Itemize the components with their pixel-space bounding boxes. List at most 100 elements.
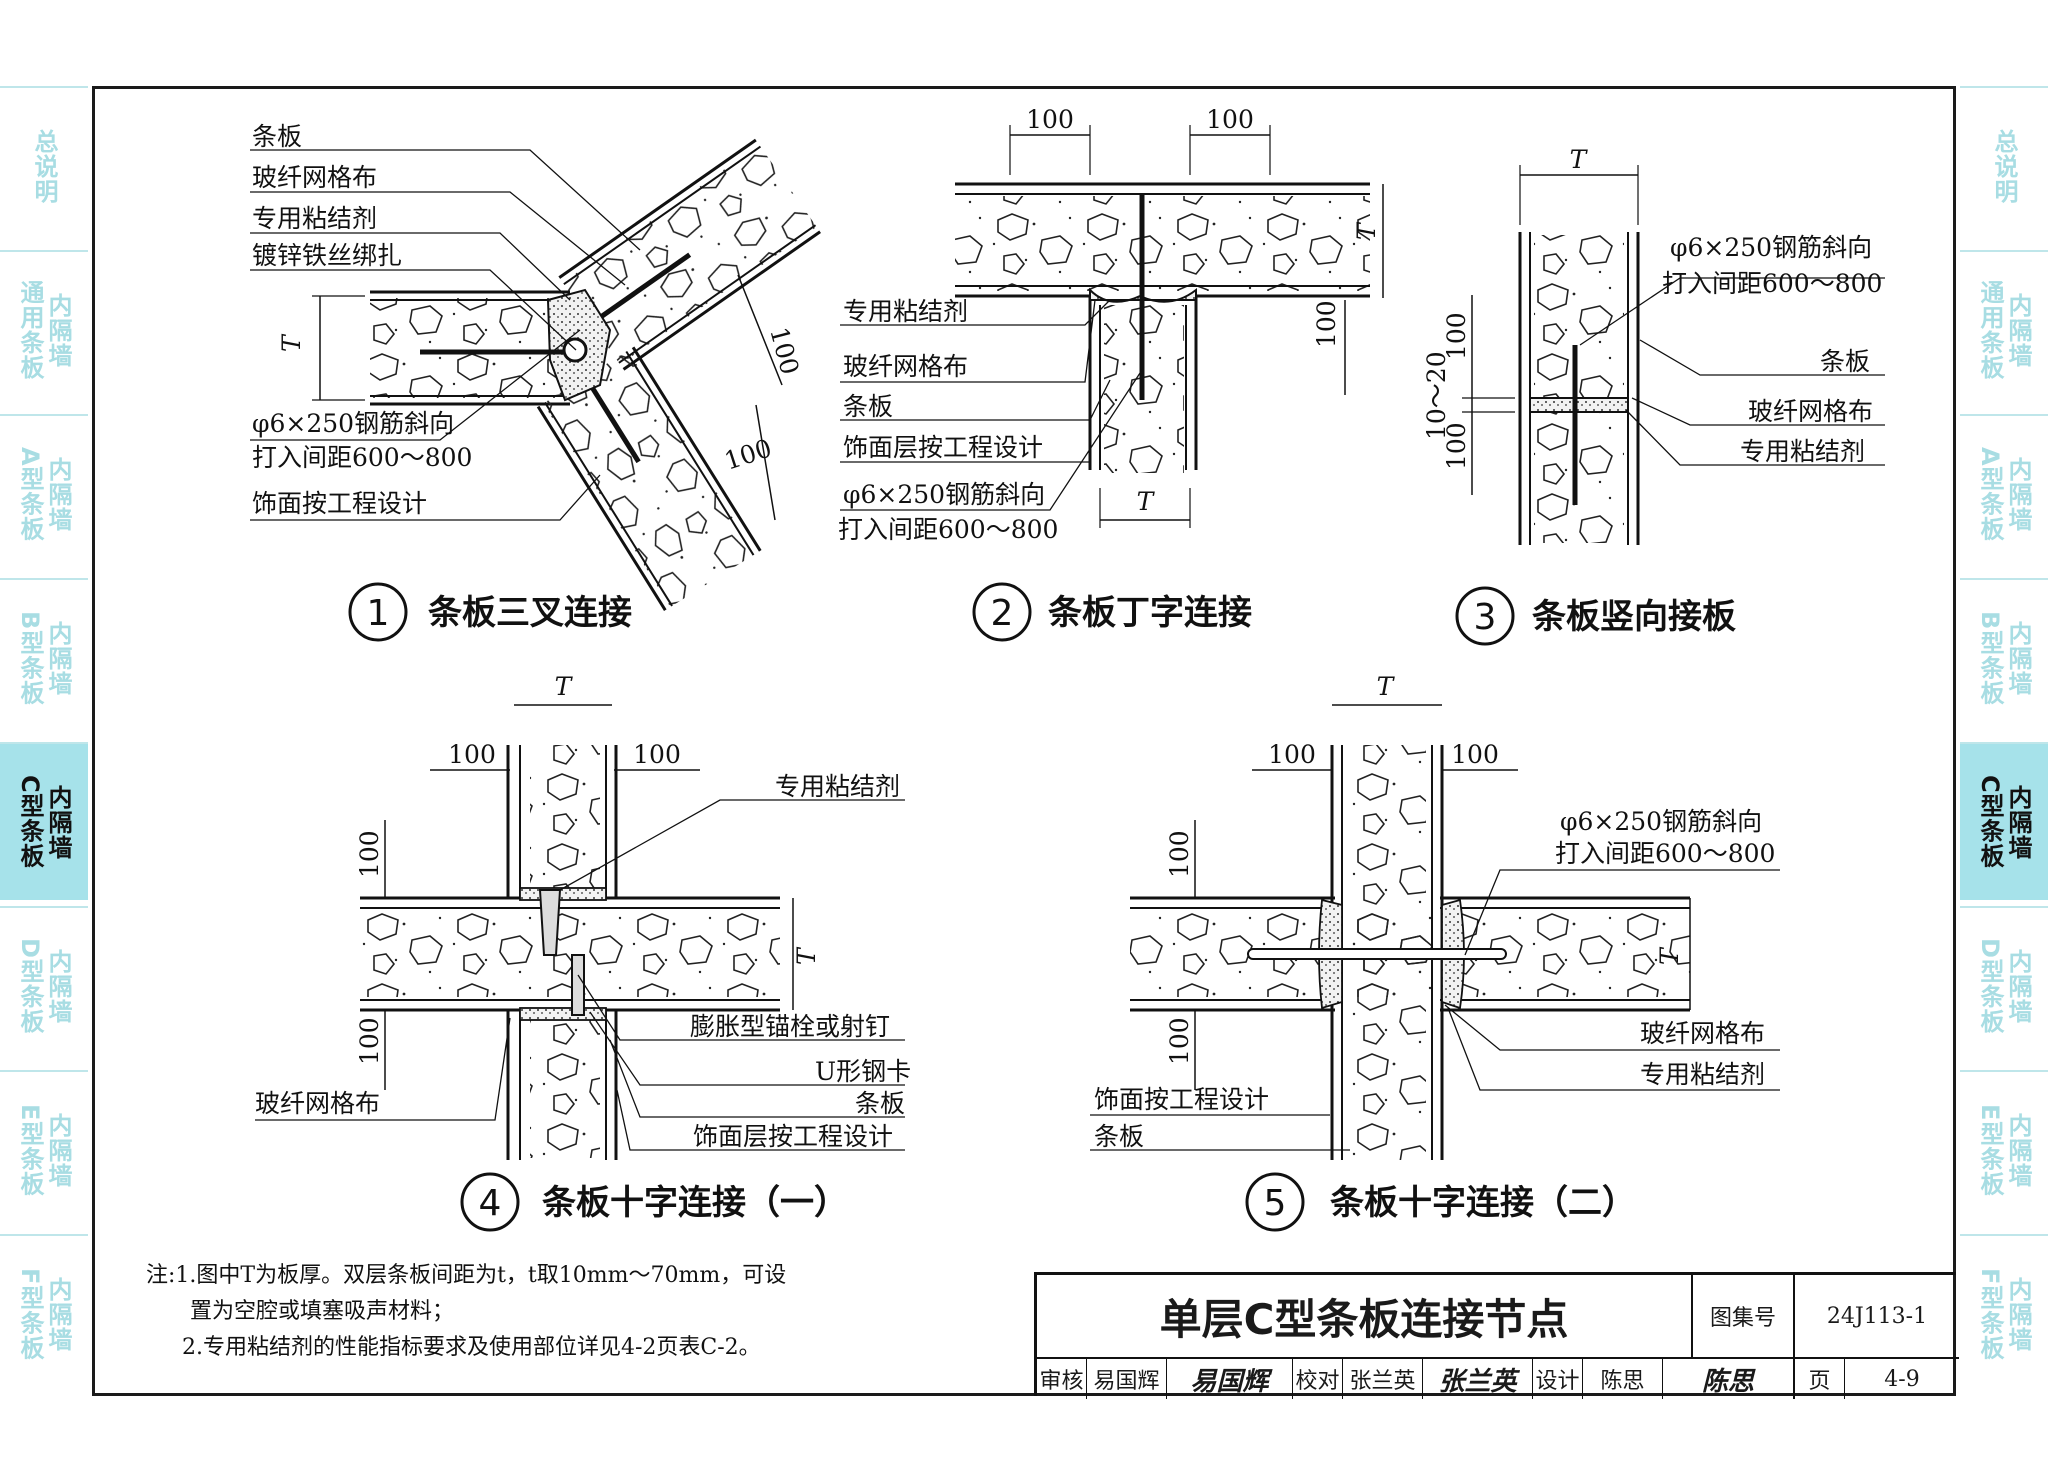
side-tab-sublabel: 内隔墙 (2004, 620, 2032, 696)
side-tab[interactable]: 通用条板内隔墙 (1960, 250, 2048, 408)
side-tab-label: A型条板 (1976, 446, 2004, 542)
dimension-T: T (1352, 221, 1381, 240)
detail-1-drawing (250, 138, 821, 611)
drawing-label: 饰面层按工程设计 (843, 433, 1043, 462)
side-tab-sublabel: 内隔墙 (2004, 456, 2032, 532)
dimension-value: 100 (1165, 830, 1194, 878)
dimension-value: 100 (1312, 300, 1341, 348)
drawing-label: 专用粘结剂 (843, 297, 968, 326)
drawing-frame (92, 86, 1956, 1396)
drawing-label: φ6×250钢筋斜向 (1560, 807, 1762, 836)
side-tab[interactable]: C型条板内隔墙 (1960, 742, 2048, 900)
side-tab[interactable]: F型条板内隔墙 (0, 1234, 88, 1392)
detail-number: 5 (1264, 1183, 1287, 1224)
side-tab-sublabel: 内隔墙 (44, 784, 72, 860)
checker-name: 张兰英 (1343, 1359, 1423, 1399)
note-line-3: 2.专用粘结剂的性能指标要求及使用部位详见4-2页表C-2。 (182, 1335, 761, 1360)
dimension-value: 100 (1165, 1017, 1194, 1065)
drawing-label: φ6×250钢筋斜向 (843, 480, 1045, 509)
dimension-value: 100 (633, 740, 681, 769)
dimension-value: 100 (355, 1017, 384, 1065)
drawing-label: 玻纤网格布 (252, 163, 377, 192)
detail-title: 条板三叉连接 (428, 593, 632, 633)
reviewer-name: 易国辉 (1087, 1359, 1167, 1399)
drawing-label: 专用粘结剂 (775, 772, 900, 801)
drawing-label: 饰面层按工程设计 (693, 1122, 893, 1151)
drawing-label: 专用粘结剂 (1640, 1060, 1765, 1089)
side-tab-label: F型条板 (16, 1267, 44, 1361)
designer-name: 陈思 (1583, 1359, 1663, 1399)
side-tab[interactable]: D型条板内隔墙 (0, 906, 88, 1064)
atlas-label: 图集号 (1693, 1275, 1795, 1359)
side-tab-sublabel: 内隔墙 (44, 1276, 72, 1352)
drawing-label: 打入间距600～800 (252, 443, 472, 472)
side-tab-sublabel: 内隔墙 (2004, 784, 2032, 860)
detail-number-circle (348, 582, 408, 642)
drawing-label: φ6×250钢筋斜向 (252, 409, 454, 438)
side-tab[interactable]: 总说明 (1960, 86, 2048, 244)
side-tab[interactable]: 通用条板内隔墙 (0, 250, 88, 408)
drawing-notes: 注:1.图中T为板厚。双层条板间距为t，t取10mm～70mm，可设 置为空腔或… (146, 1258, 786, 1366)
side-tab[interactable]: B型条板内隔墙 (1960, 578, 2048, 736)
detail-number: 4 (479, 1183, 502, 1224)
side-tab-label: E型条板 (1976, 1103, 2004, 1197)
side-tab[interactable]: F型条板内隔墙 (1960, 1234, 2048, 1392)
side-tab[interactable]: A型条板内隔墙 (0, 414, 88, 572)
dimension-T: T (277, 333, 306, 352)
side-tab-label: 总说明 (30, 128, 58, 204)
drawing-label: 膨胀型锚栓或射钉 (690, 1012, 890, 1041)
side-tab-sublabel: 内隔墙 (44, 948, 72, 1024)
dimension-T: T (1377, 672, 1396, 701)
note-line-2: 置为空腔或填塞吸声材料； (190, 1299, 455, 1324)
detail-2-drawing (840, 125, 1384, 528)
drawing-label: 玻纤网格布 (1748, 397, 1873, 426)
drawing-label: 专用粘结剂 (252, 204, 377, 233)
detail-title: 条板十字连接（二） (1330, 1183, 1636, 1223)
designer-signature: 陈思 (1663, 1359, 1795, 1399)
drawing-title: 单层C型条板连接节点 (1037, 1275, 1693, 1359)
design-label: 设计 (1533, 1359, 1583, 1399)
drawing-label: 饰面按工程设计 (252, 489, 427, 518)
drawing-label: 条板 (855, 1089, 905, 1118)
detail-5-drawing (1090, 704, 1780, 1160)
side-tab-label: 通用条板 (16, 280, 44, 380)
side-tab[interactable]: A型条板内隔墙 (1960, 414, 2048, 572)
drawing-label: 条板 (1094, 1122, 1144, 1151)
reviewer-signature: 易国辉 (1167, 1359, 1293, 1399)
side-tab-label: C型条板 (16, 775, 44, 869)
side-tab[interactable]: C型条板内隔墙 (0, 742, 88, 900)
side-tab-label: D型条板 (16, 938, 44, 1034)
check-label: 校对 (1293, 1359, 1343, 1399)
drawing-label: 玻纤网格布 (255, 1089, 380, 1118)
page-label: 页 (1795, 1359, 1845, 1399)
side-tab-sublabel: 内隔墙 (2004, 1112, 2032, 1188)
side-tab[interactable]: 总说明 (0, 86, 88, 244)
drawing-label: 条板 (252, 122, 302, 151)
drawing-label: 打入间距600～800 (1555, 839, 1775, 868)
review-label: 审核 (1037, 1359, 1087, 1399)
side-tab-label: A型条板 (16, 446, 44, 542)
drawing-label: 玻纤网格布 (1640, 1019, 1765, 1048)
drawing-label: 专用粘结剂 (1740, 437, 1865, 466)
drawing-label: φ6×250钢筋斜向 (1670, 233, 1872, 262)
detail-number: 1 (367, 593, 390, 634)
title-block: 单层C型条板连接节点 图集号 24J113-1 审核 易国辉 易国辉 校对 张兰… (1034, 1272, 1959, 1399)
detail-title: 条板丁字连接 (1048, 593, 1252, 633)
dimension-value: 100 (1442, 312, 1471, 360)
dimension-value: 100 (1026, 105, 1074, 134)
dimension-value: 100 (764, 324, 804, 378)
detail-4-drawing (255, 704, 905, 1160)
side-tab-sublabel: 内隔墙 (2004, 1276, 2032, 1352)
side-tab-sublabel: 内隔墙 (44, 620, 72, 696)
dimension-value: 10～20 (1422, 351, 1451, 440)
dimension-value: 100 (355, 830, 384, 878)
side-tab-sublabel: 内隔墙 (2004, 292, 2032, 368)
side-tab[interactable]: E型条板内隔墙 (0, 1070, 88, 1228)
dimension-T: T (1655, 946, 1684, 965)
side-tab[interactable]: E型条板内隔墙 (1960, 1070, 2048, 1228)
detail-number-circle (972, 582, 1032, 642)
side-tab[interactable]: B型条板内隔墙 (0, 578, 88, 736)
side-tab[interactable]: D型条板内隔墙 (1960, 906, 2048, 1064)
side-tab-sublabel: 内隔墙 (44, 1112, 72, 1188)
